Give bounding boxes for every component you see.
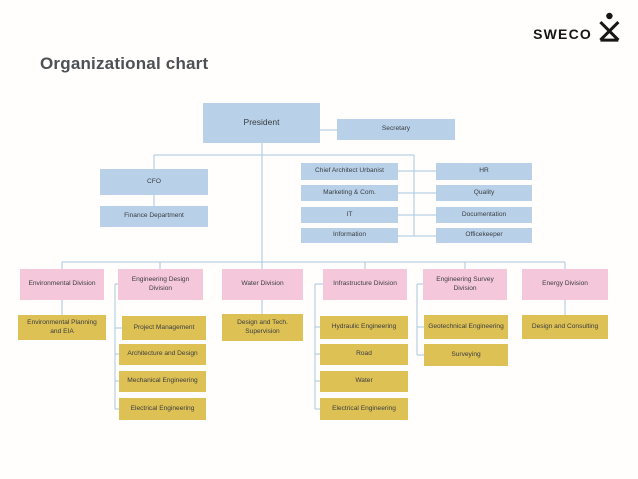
- node-finance-department: Finance Department: [100, 206, 208, 227]
- node-engineering-design-division: Engineering Design Division: [118, 269, 203, 300]
- node-infrastructure-division: Infrastructure Division: [323, 269, 407, 300]
- node-officekeeper: Officekeeper: [436, 228, 532, 243]
- node-road: Road: [320, 344, 408, 365]
- node-architecture-and-design: Architecture and Design: [119, 344, 206, 365]
- page-title: Organizational chart: [40, 54, 209, 73]
- node-it: IT: [301, 207, 398, 223]
- node-environmental-division: Environmental Division: [20, 269, 104, 300]
- node-mechanical-engineering: Mechanical Engineering: [119, 371, 206, 392]
- node-information: Information: [301, 228, 398, 243]
- node-surveying: Surveying: [424, 344, 508, 366]
- node-energy-division: Energy Division: [522, 269, 608, 300]
- node-design-and-consulting: Design and Consulting: [522, 315, 608, 339]
- node-environmental-planning-eia: Environmental Planning and EIA: [18, 315, 106, 340]
- node-water-division: Water Division: [222, 269, 303, 300]
- node-water: Water: [320, 371, 408, 392]
- node-hydraulic-engineering: Hydraulic Engineering: [320, 316, 408, 339]
- sweco-logo: SWECO: [533, 12, 622, 43]
- node-design-tech-supervision: Design and Tech. Supervision: [222, 314, 303, 341]
- node-project-management: Project Management: [122, 316, 206, 340]
- node-hr: HR: [436, 163, 532, 180]
- node-electrical-engineering-infra: Electrical Engineering: [320, 398, 408, 420]
- node-engineering-survey-division: Engineering Survey Division: [423, 269, 507, 300]
- sweco-logo-icon: [599, 12, 620, 42]
- node-geotechnical-engineering: Geotechnical Engineering: [424, 315, 508, 339]
- node-electrical-engineering-design: Electrical Engineering: [119, 398, 206, 420]
- node-quality: Quality: [436, 185, 532, 201]
- node-documentation: Documentation: [436, 207, 532, 223]
- node-chief-architect-urbanist: Chief Architect Urbanist: [301, 163, 398, 180]
- node-president: President: [203, 103, 320, 143]
- node-cfo: CFO: [100, 169, 208, 195]
- sweco-logo-text: SWECO: [533, 25, 592, 42]
- node-secretary: Secretary: [337, 119, 455, 140]
- node-marketing-com: Marketing & Com.: [301, 185, 398, 201]
